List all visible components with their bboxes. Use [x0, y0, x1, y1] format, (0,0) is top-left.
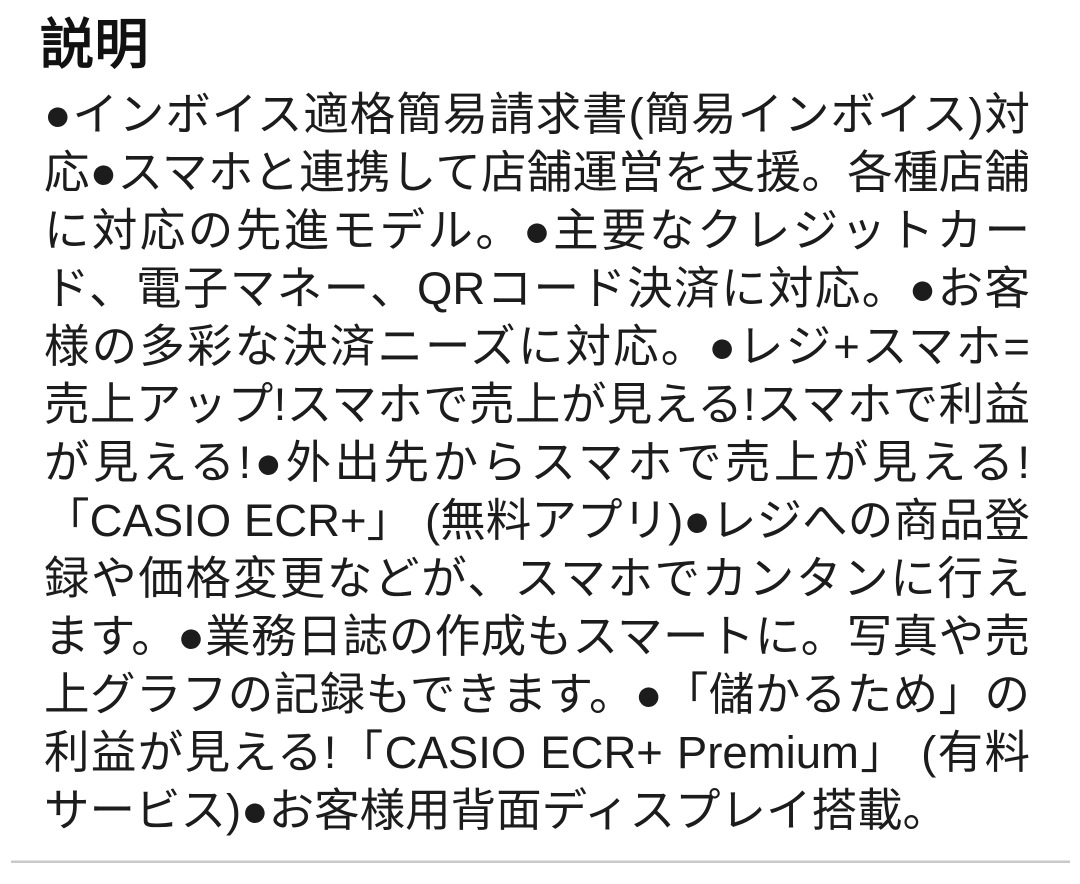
- description-section: 説明 ●インボイス適格簡易請求書(簡易インボイス)対応●スマホと連携して店舗運営…: [40, 15, 1030, 836]
- description-text: ●インボイス適格簡易請求書(簡易インボイス)対応●スマホと連携して店舗運営を支援…: [44, 88, 1030, 836]
- section-divider: [11, 860, 1070, 863]
- page-title: 説明: [40, 15, 149, 75]
